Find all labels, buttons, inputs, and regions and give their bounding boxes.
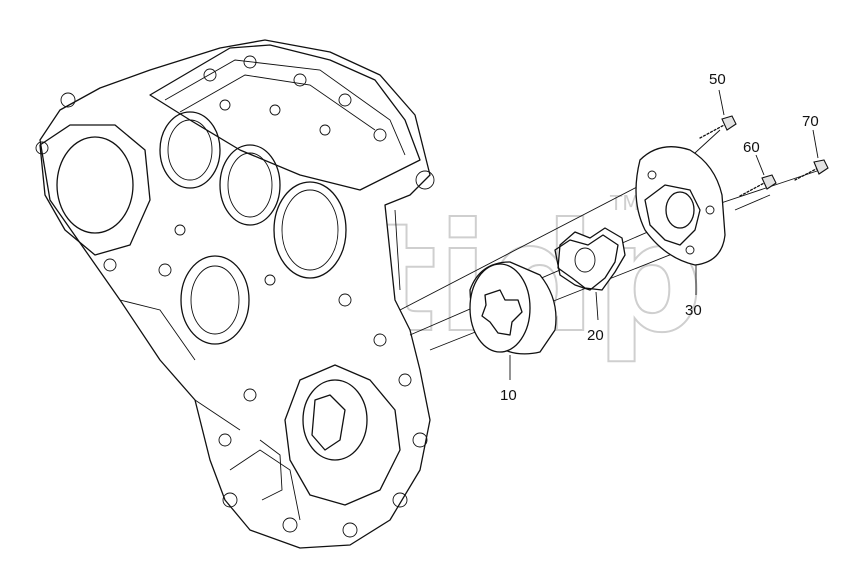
leader-lines [509, 89, 819, 380]
callout-60: 60 [743, 139, 760, 156]
part-70-screw [794, 159, 829, 181]
part-60-screw [739, 174, 777, 197]
engine-block [35, 39, 435, 549]
callout-30: 30 [685, 302, 702, 319]
callout-10: 10 [500, 387, 517, 404]
callout-50: 50 [709, 71, 726, 88]
part-30-cover-plate [635, 146, 726, 266]
part-10-outer-rotor [469, 261, 557, 355]
part-50-screw [699, 115, 737, 139]
watermark-tm: TM [609, 191, 639, 215]
callout-20: 20 [587, 327, 604, 344]
part-20-inner-rotor [554, 227, 626, 291]
callout-labels: 10 20 30 50 60 70 [500, 71, 819, 404]
callout-70: 70 [802, 113, 819, 130]
